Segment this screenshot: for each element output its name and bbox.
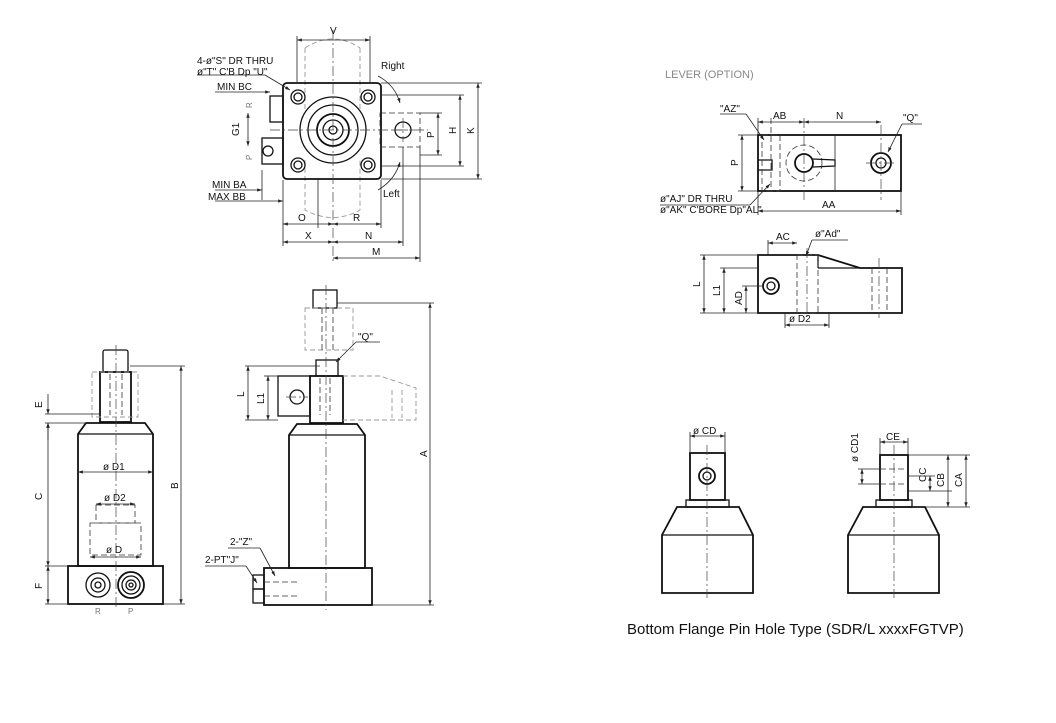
label-AZ: "AZ" xyxy=(720,104,740,115)
front-view xyxy=(45,345,185,608)
label-lever-Q: "Q" xyxy=(903,113,918,124)
top-view-labels: V Right Left 4-ø"S" DR THRU ø"T" C'B Dp … xyxy=(197,26,477,258)
label-L1: L1 xyxy=(256,392,267,404)
top-view xyxy=(197,30,482,262)
label-AA: AA xyxy=(822,200,836,211)
label-lever-L1: L1 xyxy=(712,284,723,296)
pin-caption: Bottom Flange Pin Hole Type (SDR/L xxxxF… xyxy=(627,621,964,638)
label-R: R xyxy=(353,213,360,224)
label-CA: CA xyxy=(954,473,965,487)
label-port-p: P xyxy=(128,607,133,616)
side-view xyxy=(205,285,434,610)
label-C: C xyxy=(34,493,45,500)
note-s: 4-ø"S" DR THRU xyxy=(197,56,273,67)
corner-bolt-icon xyxy=(290,89,376,173)
label-d2: ø D2 xyxy=(104,493,126,504)
label-port-r: R xyxy=(95,607,101,616)
label-CB: CB xyxy=(936,473,947,487)
label-AC: AC xyxy=(776,232,790,243)
front-view-labels: E C F B ø D1 ø D2 ø D R P xyxy=(34,401,181,616)
pin-side-view xyxy=(847,438,970,598)
label-pt: 2-PT"J" xyxy=(205,555,239,566)
lever-top-view xyxy=(660,113,922,215)
label-d: ø D xyxy=(106,545,122,556)
note-t: ø"T" C'B Dp "U" xyxy=(197,67,268,78)
label-CE: CE xyxy=(886,432,900,443)
label-X: X xyxy=(305,231,312,242)
label-Ad: ø"Ad" xyxy=(815,229,841,240)
label-lever-L: L xyxy=(692,281,703,287)
label-min-bc: MIN BC xyxy=(217,82,252,93)
port-p-icon xyxy=(117,571,145,599)
label-K: K xyxy=(466,127,477,134)
label-H: H xyxy=(448,127,459,134)
label-P: P xyxy=(426,131,437,138)
label-AB: AB xyxy=(773,111,787,122)
label-CC: CC xyxy=(918,468,929,482)
label-left: Left xyxy=(383,189,400,200)
label-B: B xyxy=(170,482,181,489)
label-O: O xyxy=(298,213,306,224)
label-CD1: ø CD1 xyxy=(850,433,861,462)
label-CD: ø CD xyxy=(693,426,716,437)
label-M: M xyxy=(372,247,380,258)
label-max-bb: MAX BB xyxy=(208,192,246,203)
label-lever-P: P xyxy=(730,159,741,166)
label-lever-D2: ø D2 xyxy=(789,314,811,325)
label-port-p: P xyxy=(245,155,254,160)
side-view-labels: "Q" L L1 A 2-"Z" 2-PT"J" xyxy=(205,332,430,566)
pin-front-view xyxy=(661,432,754,598)
label-AD: AD xyxy=(734,291,745,305)
label-L: L xyxy=(236,391,247,397)
label-g1: G1 xyxy=(231,122,242,136)
label-lever-N: N xyxy=(836,111,843,122)
label-z: 2-"Z" xyxy=(230,537,253,548)
label-d1: ø D1 xyxy=(103,462,125,473)
label-right: Right xyxy=(381,61,405,72)
label-v: V xyxy=(330,26,337,37)
label-E: E xyxy=(34,401,45,408)
note-aj: ø"AJ" DR THRU xyxy=(660,194,732,205)
label-port-r: R xyxy=(245,102,254,108)
lever-heading: LEVER (OPTION) xyxy=(665,69,754,81)
lever-side-view xyxy=(700,239,903,328)
note-ak: ø"AK" C'BORE Dp"AL" xyxy=(660,205,762,216)
label-min-ba: MIN BA xyxy=(212,180,247,191)
label-A: A xyxy=(419,450,430,457)
label-Q: "Q" xyxy=(358,332,373,343)
lever-labels: LEVER (OPTION) "AZ" AB N "Q" P ø"AJ" DR … xyxy=(660,69,918,325)
label-F: F xyxy=(34,583,45,589)
label-N: N xyxy=(365,231,372,242)
port-r-icon xyxy=(85,572,111,598)
pin-labels: ø CD CE ø CD1 CC CB CA Bottom Flange Pin… xyxy=(627,426,965,638)
